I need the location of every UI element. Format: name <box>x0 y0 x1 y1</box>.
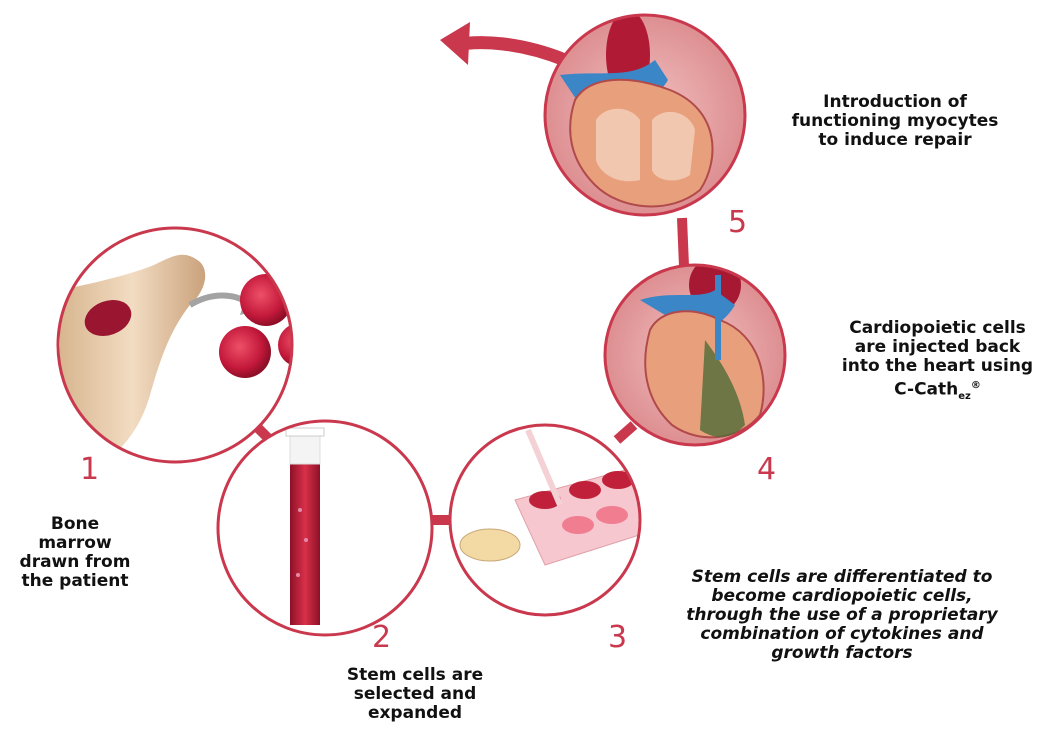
connector-3-4 <box>617 425 634 440</box>
step-2-number: 2 <box>372 620 391 655</box>
petri-dish-icon <box>460 529 520 561</box>
step-3-image <box>450 425 655 615</box>
step-4-caption: Cardiopoietic cells are injected back in… <box>830 319 1039 406</box>
step-4-image <box>605 257 785 445</box>
step-5-image <box>545 10 745 215</box>
step-3-number: 3 <box>608 620 627 655</box>
device-name: C-Cathez® <box>830 376 1039 406</box>
step-2-image <box>218 421 432 635</box>
step-4-number: 4 <box>757 452 776 487</box>
step-2-caption: Stem cells are selected and expanded <box>340 666 490 723</box>
blood-cell-icon <box>278 323 322 367</box>
arrow-head-icon <box>440 22 470 65</box>
step-5-number: 5 <box>728 205 747 240</box>
blood-cell-icon <box>219 326 271 378</box>
step-1-caption: Bone marrow drawn from the patient <box>15 515 135 591</box>
step-1-number: 1 <box>80 452 99 487</box>
step-3-caption: Stem cells are differentiated to become … <box>672 568 1012 663</box>
test-tube-icon <box>290 445 320 625</box>
connector-5-4 <box>682 218 684 266</box>
step-5-caption: Introduction of functioning myocytes to … <box>790 93 1000 150</box>
exit-arrow <box>455 43 565 60</box>
